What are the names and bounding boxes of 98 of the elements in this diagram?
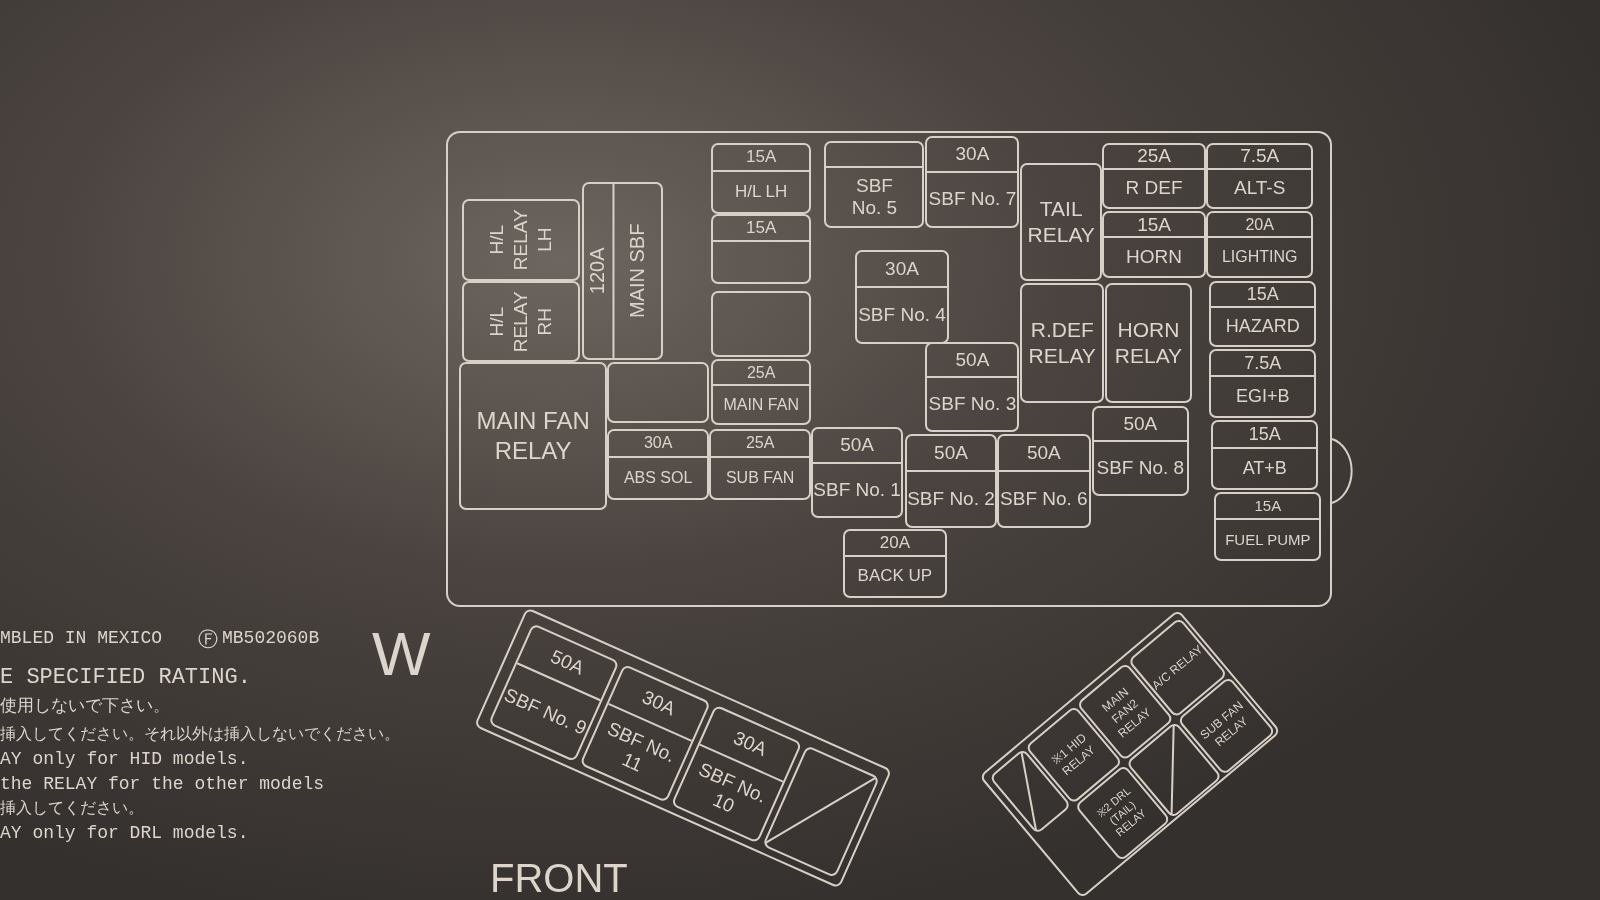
fuse-rating: 25A	[1137, 145, 1171, 168]
fuse-slot	[855, 250, 949, 344]
circle-mark: Ⓕ	[198, 628, 218, 653]
fuse-slot	[1206, 142, 1314, 210]
fuse-label: SBF No. 6	[1000, 487, 1088, 510]
fuse-label: FUEL PUMP	[1225, 531, 1311, 549]
fuse-rating: 50A	[955, 349, 990, 371]
fuse-rating: 7.5A	[1244, 352, 1282, 374]
fuse-slot	[1209, 348, 1317, 419]
fuse-label: ALT-S	[1234, 177, 1286, 200]
fuse-rating: 50A	[1123, 413, 1158, 436]
fuse-label: H/L LH	[735, 182, 788, 203]
fuse-label: EGI+B	[1235, 386, 1290, 408]
relay-label: HORN RELAY	[1113, 316, 1184, 369]
fuse-rating: 20A	[879, 532, 910, 553]
fuse-label: MAIN SBF	[626, 223, 650, 319]
fuse-label: SBF No. 4	[858, 303, 946, 326]
fuse-rating: 25A	[746, 363, 776, 382]
fuse-rating: 50A	[934, 441, 968, 464]
relay-slot	[1105, 282, 1192, 404]
fuse-label: SUB FAN	[725, 468, 795, 487]
fuse-slot	[1091, 406, 1189, 496]
notice-text: the RELAY for the other models	[0, 774, 325, 794]
notice-text: E SPECIFIED RATING.	[0, 665, 251, 690]
fuse-label: SBF No. 7	[928, 188, 1017, 211]
fuse-label: MAIN FAN	[723, 395, 799, 414]
fuse-rating: 30A	[955, 143, 990, 166]
part-number: MB502060B	[222, 628, 320, 648]
relay-label: MAIN FAN RELAY	[475, 406, 591, 467]
relay-slot	[459, 362, 608, 511]
fuse-rating: 15A	[1246, 283, 1279, 305]
relay-slot	[1020, 163, 1102, 281]
fuse-label: HAZARD	[1225, 315, 1300, 337]
relay-block-outline	[979, 609, 1281, 899]
fuse-rating: 15A	[1137, 213, 1171, 236]
notice-text: 挿入してください。それ以外は挿入しないでください。	[0, 725, 400, 745]
fuse-slot	[925, 135, 1020, 228]
fuse-label: SBF No. 8	[1096, 457, 1185, 480]
notice-text: 使用しないで下さい。	[0, 696, 170, 717]
fuse-rating: 50A	[840, 434, 874, 457]
fuse-slot	[1211, 420, 1319, 490]
fuse-rating: 30A	[643, 434, 673, 453]
fuse-rating: 15A	[1254, 497, 1282, 515]
fuse-slot	[1206, 211, 1314, 278]
fuse-label: LIGHTING	[1221, 247, 1298, 266]
fuse-panel-outline	[445, 130, 1332, 608]
fuse-rating: 25A	[745, 434, 775, 453]
fuse-rating: 50A	[1026, 441, 1061, 464]
fuse-slot	[842, 528, 947, 598]
relay-label: TAIL RELAY	[1026, 195, 1096, 248]
notice-text: AY only for HID models.	[0, 749, 249, 769]
relay-label: H/L RELAY LH	[485, 208, 556, 273]
relay-slot	[1020, 282, 1105, 404]
fuse-rating: 15A	[1248, 423, 1281, 445]
fuse-rating: 15A	[746, 147, 777, 168]
letter-mark: W	[372, 618, 431, 689]
fuse-slot	[1214, 491, 1322, 562]
fuse-slot	[996, 433, 1091, 528]
relay-label: R.DEF RELAY	[1027, 316, 1097, 369]
fuse-slot	[1102, 142, 1207, 210]
relay-label: H/L RELAY RH	[485, 290, 556, 354]
fuse-slot	[711, 214, 812, 284]
fuse-rating: 7.5A	[1240, 145, 1280, 168]
relay-slot	[462, 198, 580, 281]
fuse-rating: 30A	[885, 257, 919, 280]
direction-text: FRONT	[490, 856, 628, 900]
fuse-label: R DEF	[1125, 177, 1183, 200]
fuse-slot	[1209, 280, 1317, 347]
fuse-label: AT+B	[1242, 457, 1287, 479]
fuse-slot	[711, 142, 812, 215]
fuse-label: SBF No. 3	[928, 392, 1017, 415]
fuse-slot	[1102, 211, 1207, 278]
empty-slot	[711, 290, 812, 358]
fuse-slot	[709, 428, 812, 500]
fuse-slot	[607, 428, 710, 500]
fuse-label: BACK UP	[857, 566, 933, 587]
fuse-label: SBF No. 1	[813, 479, 901, 501]
empty-slot	[607, 362, 710, 424]
fuse-rating: 20A	[1245, 215, 1274, 234]
fuse-slot	[711, 359, 812, 426]
fuse-rating: 120A	[586, 247, 610, 295]
fuse-rating: 15A	[746, 218, 777, 239]
fuse-label: HORN	[1126, 245, 1183, 268]
fuse-slot	[905, 433, 997, 528]
imprint-text: MBLED IN MEXICO	[0, 628, 163, 648]
fuse-slot	[925, 341, 1020, 432]
fuse-slot	[811, 426, 904, 519]
fuse-label: SBF No. 9	[500, 684, 590, 740]
fuse-rating: 50A	[547, 645, 588, 680]
notice-text: 挿入してください。	[0, 799, 144, 819]
fuse-label: SBF No. 5	[850, 174, 899, 219]
fuse-label: ABS SOL	[623, 468, 693, 487]
fuse-slot	[581, 181, 664, 361]
relay-slot	[462, 280, 580, 363]
notice-text: AY only for DRL models.	[0, 823, 249, 843]
fuse-slot	[670, 704, 803, 844]
fuse-slot	[824, 140, 925, 228]
fuse-label: SBF No. 2	[907, 487, 995, 510]
